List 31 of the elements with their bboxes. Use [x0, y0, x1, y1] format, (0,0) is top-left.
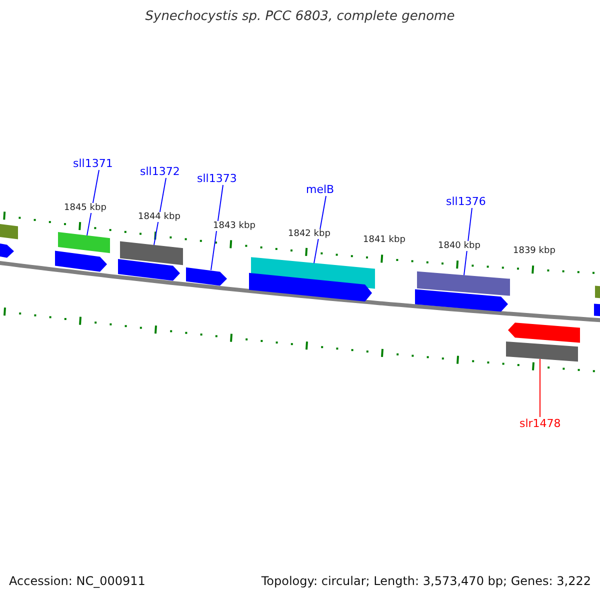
gene-feature [55, 250, 107, 272]
gene-feature [506, 342, 578, 362]
gene-feature [120, 241, 183, 266]
gene-feature [0, 222, 18, 240]
gene-feature [0, 242, 14, 258]
gene-feature [58, 232, 110, 254]
scale-label: 1840 kbp [438, 241, 480, 251]
scale-label: 1842 kbp [288, 229, 330, 239]
gene-feature [594, 304, 600, 317]
gene-label: slr1478 [520, 417, 561, 430]
gene-label: sll1372 [140, 165, 180, 178]
gene-feature [415, 289, 508, 312]
accession-text: Accession: NC_000911 [9, 574, 146, 588]
gene-feature [508, 322, 580, 343]
gene-feature [249, 272, 372, 302]
gene-feature [417, 271, 510, 296]
genome-summary: Topology: circular; Length: 3,573,470 bp; Genes: 3,222 [261, 574, 591, 588]
scale-label: 1841 kbp [363, 235, 406, 245]
leader-line [210, 184, 224, 271]
gene-label: sll1376 [446, 195, 486, 208]
scale-label: 1844 kbp [138, 212, 180, 222]
gene-feature [595, 286, 600, 299]
chart-title: Synechocystis sp. PCC 6803, complete genome [144, 9, 456, 24]
gene-feature [186, 267, 227, 286]
gene-feature [118, 259, 180, 281]
scale-label: 1843 kbp [213, 221, 256, 231]
gene-label: sll1371 [73, 157, 113, 170]
gene-label: melB [306, 183, 334, 196]
scale-label: 1845 kbp [64, 203, 106, 213]
scale-label: 1839 kbp [513, 246, 556, 256]
gene-label: sll1373 [197, 172, 237, 185]
